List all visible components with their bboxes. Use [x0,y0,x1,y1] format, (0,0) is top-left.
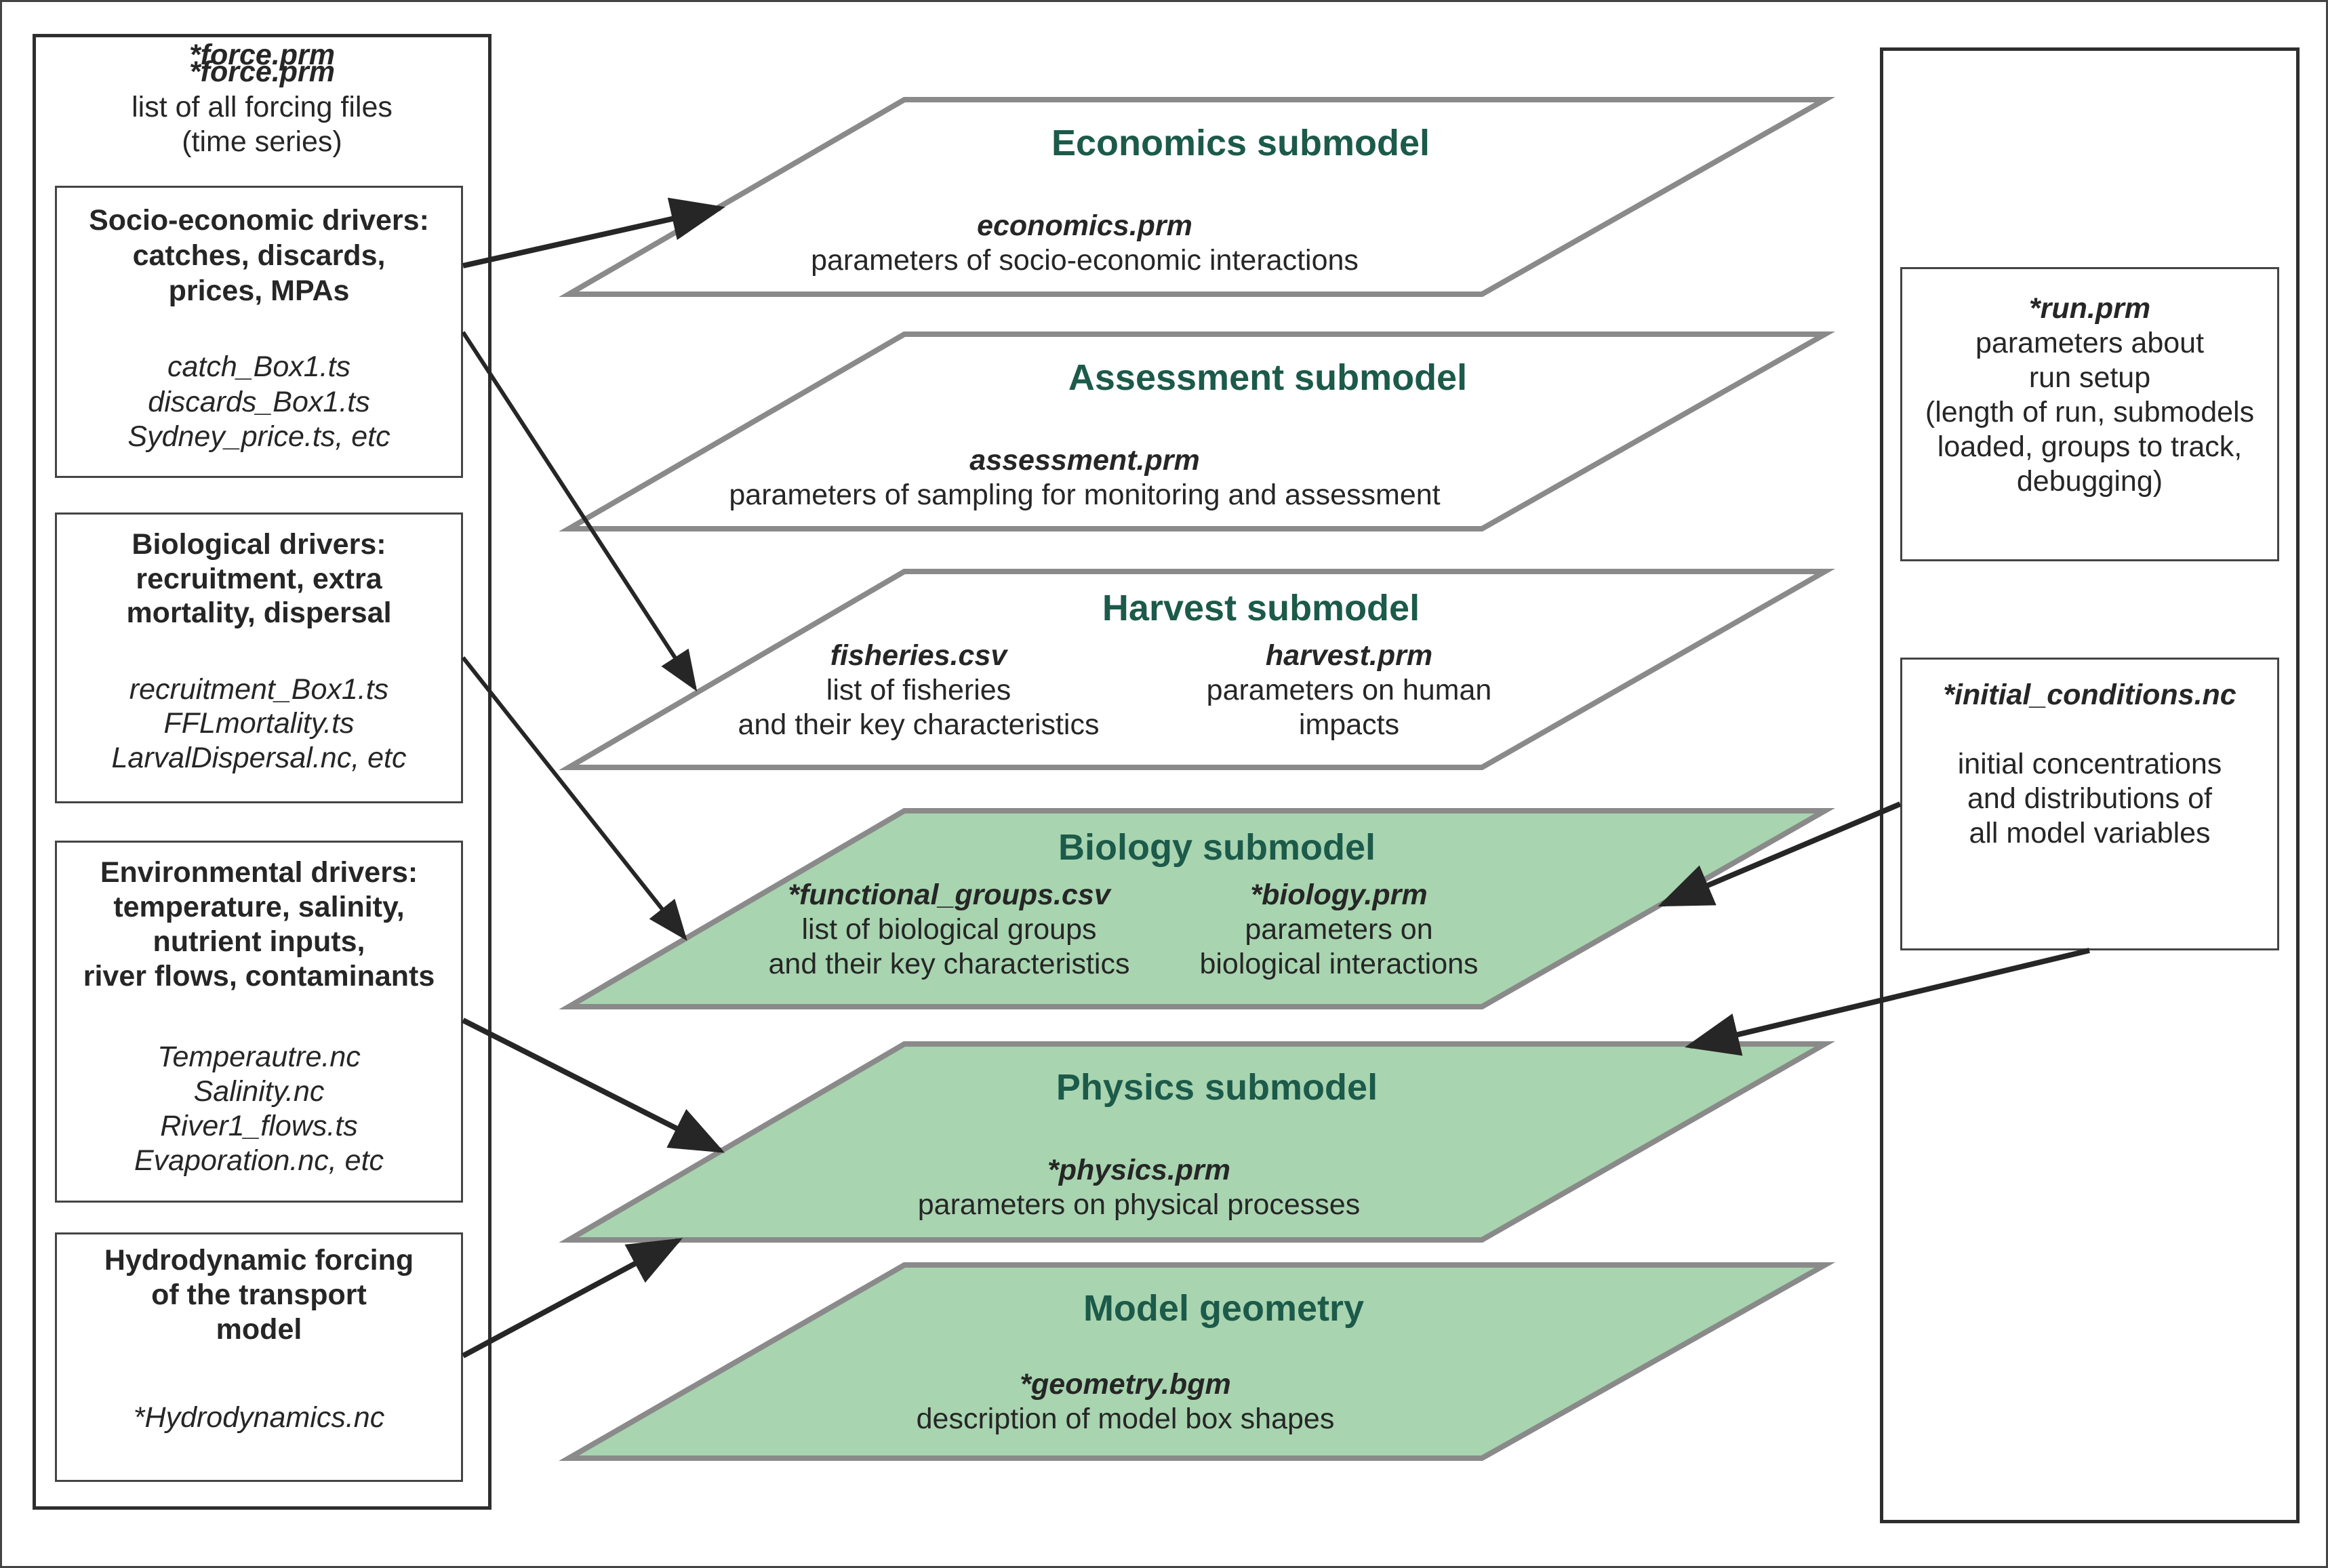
box-heading: prices, MPAs [168,275,350,307]
run-prm-box: *run.prm parameters about run setup (len… [1900,267,2279,561]
file-name: catch_Box1.ts [167,350,351,383]
initial-desc-line: all model variables [1969,817,2211,849]
box-heading: mortality, dispersal [126,597,392,629]
file-name: *Hydrodynamics.nc [133,1401,385,1434]
submodel-desc: list of biological groups [801,913,1096,946]
submodel-shape [559,808,1836,1009]
socio-economic-drivers-box: Socio-economic drivers: catches, discard… [55,186,463,478]
box-heading: Biological drivers: [132,528,386,561]
run-desc-line: parameters about [1975,327,2205,359]
run-desc-line: debugging) [2016,465,2163,498]
economics-submodel: Economics submodel economics.prmparameter… [559,97,1836,297]
submodel-desc: and their key characteristics [769,948,1130,980]
run-desc-line: loaded, groups to track, [1937,430,2243,463]
submodel-file: *physics.prm [1047,1154,1230,1186]
submodel-title: Model geometry [1083,1288,1364,1329]
initial-desc-line: and distributions of [1967,782,2212,815]
submodel-shape [559,331,1836,531]
submodel-shape [559,569,1836,770]
submodel-desc: impacts [1299,708,1399,741]
force-desc-line: list of all forcing files [132,91,393,123]
submodel-title: Harvest submodel [1102,588,1420,628]
force-file: *force.prm [188,39,336,71]
file-name: LarvalDispersal.nc, etc [111,742,407,774]
file-name: Sydney_price.ts, etc [127,420,390,453]
initial-file: *initial_conditions.nc [1943,679,2236,711]
submodel-desc: and their key characteristics [738,708,1100,741]
submodel-file: harvest.prm [1266,639,1432,672]
submodel-title: Economics submodel [1051,123,1430,163]
file-name: discards_Box1.ts [148,386,370,418]
file-name: River1_flows.ts [160,1110,358,1142]
file-name: FFLmortality.ts [163,707,355,740]
arrow-socio-economic-drivers-to-economics-submodel [462,197,725,268]
arrow-biological-drivers-to-biology-submodel [461,656,687,941]
submodel-title: Biology submodel [1058,827,1376,868]
run-file: *run.prm [2028,292,2151,325]
box-heading: nutrient inputs, [153,925,365,958]
force-panel: *force.prm [33,34,491,1510]
submodel-file: *functional_groups.csv [788,879,1112,911]
hydrodynamic-forcing-box: Hydrodynamic forcing of the transport mo… [55,1232,463,1482]
submodel-desc: list of fisheries [826,674,1011,706]
force-file-label: *force.prm [188,56,336,88]
submodel-file: assessment.prm [969,444,1199,477]
submodel-desc: parameters on [1245,913,1432,946]
run-config-panel [1880,47,2300,1523]
arrow-initial-conditions-nc-to-physics-submodel [1685,948,2090,1056]
arrow-environmental-drivers-to-physics-submodel [462,1018,725,1153]
box-heading: temperature, salinity, [113,891,405,923]
arrow-hydrodynamic-forcing-to-physics-submodel [462,1238,683,1359]
biological-drivers-box: Biological drivers: recruitment, extra m… [55,512,463,803]
submodel-desc: description of model box shapes [917,1403,1335,1435]
submodel-desc: parameters on human [1207,674,1492,706]
submodel-desc: parameters on physical processes [918,1188,1360,1221]
file-name: recruitment_Box1.ts [129,673,389,706]
run-desc-line: (length of run, submodels [1925,396,2255,428]
environmental-drivers-box: Environmental drivers: temperature, sali… [55,841,463,1203]
box-heading: catches, discards, [132,239,386,272]
submodel-desc: parameters of sampling for monitoring an… [729,479,1440,511]
box-heading: model [216,1313,302,1346]
box-heading: recruitment, extra [136,563,382,595]
box-heading: river flows, contaminants [83,960,435,992]
box-heading: Hydrodynamic forcing [104,1244,414,1276]
file-name: Temperautre.nc [157,1041,361,1073]
submodel-desc: parameters of socio-economic interaction… [811,244,1359,277]
initial-desc-line: initial concentrations [1957,748,2222,780]
force-desc-line: (time series) [182,125,342,158]
box-heading: of the transport [151,1279,367,1311]
submodel-shape [559,1041,1836,1243]
submodel-title: Assessment submodel [1068,357,1467,398]
arrow-initial-conditions-nc-to-biology-submodel [1658,801,1902,907]
arrow-socio-economic-drivers-to-harvest-submodel [461,331,698,692]
submodel-shape [559,1262,1836,1461]
submodel-file: economics.prm [977,209,1192,242]
submodel-file: *geometry.bgm [1020,1368,1230,1401]
run-desc-line: run setup [2028,361,2151,394]
submodel-desc: biological interactions [1199,948,1478,980]
submodel-file: *biology.prm [1250,879,1427,911]
file-name: Salinity.nc [193,1075,325,1108]
biology-submodel: Biology submodel *functional_groups.csvli… [559,808,1836,1009]
assessment-submodel: Assessment submodel assessment.prmparamet… [559,331,1836,531]
box-heading: Socio-economic drivers: [89,204,429,237]
file-name: Evaporation.nc, etc [134,1144,384,1177]
submodel-file: fisheries.csv [830,639,1009,672]
initial-conditions-box: *initial_conditions.nc initial concentra… [1900,658,2279,950]
submodel-title: Physics submodel [1056,1067,1378,1108]
box-heading: Environmental drivers: [100,856,418,889]
